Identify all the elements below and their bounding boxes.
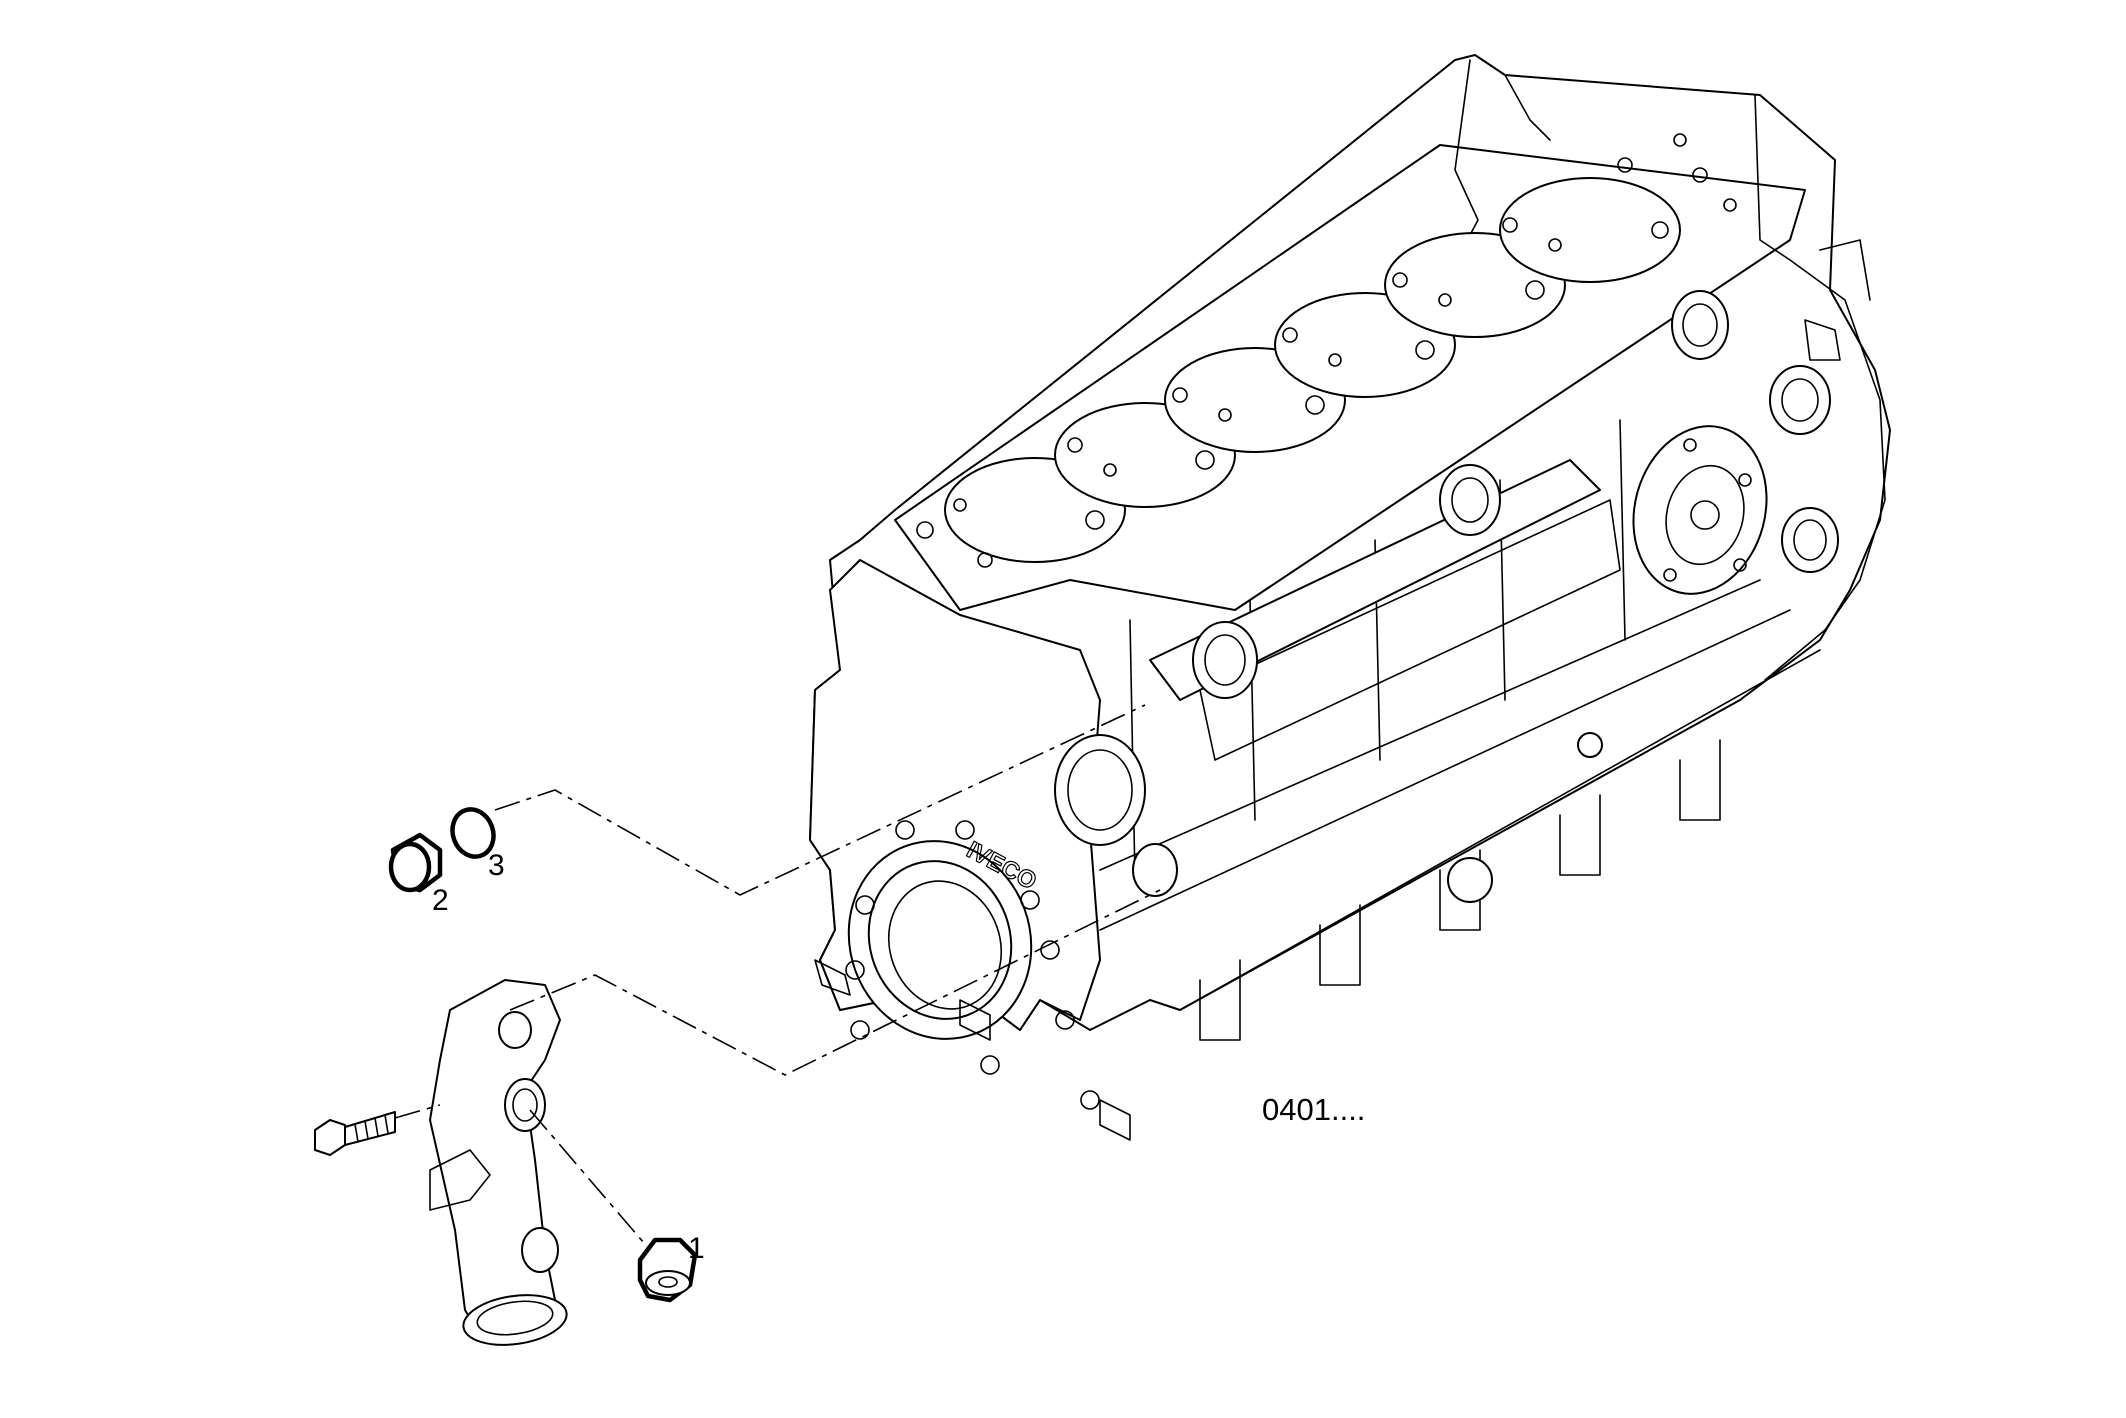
drain-plug-part-1	[637, 1237, 698, 1303]
elbow-plug-port	[504, 1078, 546, 1132]
threaded-plug-part-2	[388, 832, 443, 893]
elbow-side-port	[521, 1227, 559, 1273]
cylinder-bore	[1499, 177, 1681, 283]
elbow-bolt-hole	[498, 1011, 532, 1049]
cylinder-bores	[944, 177, 1681, 563]
seal-ring-part-3	[450, 807, 496, 859]
leader-lines	[394, 704, 1161, 1251]
reference-code: 0401....	[1262, 1092, 1365, 1127]
callout-label-1: 1	[688, 1232, 705, 1265]
leader-line-part-1	[529, 1109, 651, 1251]
oil-cooler-housing	[1632, 425, 1768, 595]
leader-line-part-3	[494, 704, 1146, 896]
leader-line-elbow	[509, 889, 1161, 1076]
side-bosses	[1192, 290, 1839, 903]
engine-block: IVECO	[809, 54, 1891, 1141]
callout-label-3: 3	[488, 849, 505, 882]
crankcase-skirt	[1099, 579, 1821, 1011]
callout-label-2: 2	[432, 884, 449, 917]
coolant-elbow-pipe	[429, 979, 568, 1346]
deck-holes	[916, 133, 1737, 568]
leader-line-bolt	[394, 1104, 441, 1119]
flange-bolt	[314, 1111, 396, 1156]
front-cover-bolts	[845, 820, 1100, 1110]
elbow-pipe-body	[429, 979, 566, 1336]
rear-flange	[1754, 94, 1886, 681]
front-seal-housing	[847, 840, 1033, 1040]
